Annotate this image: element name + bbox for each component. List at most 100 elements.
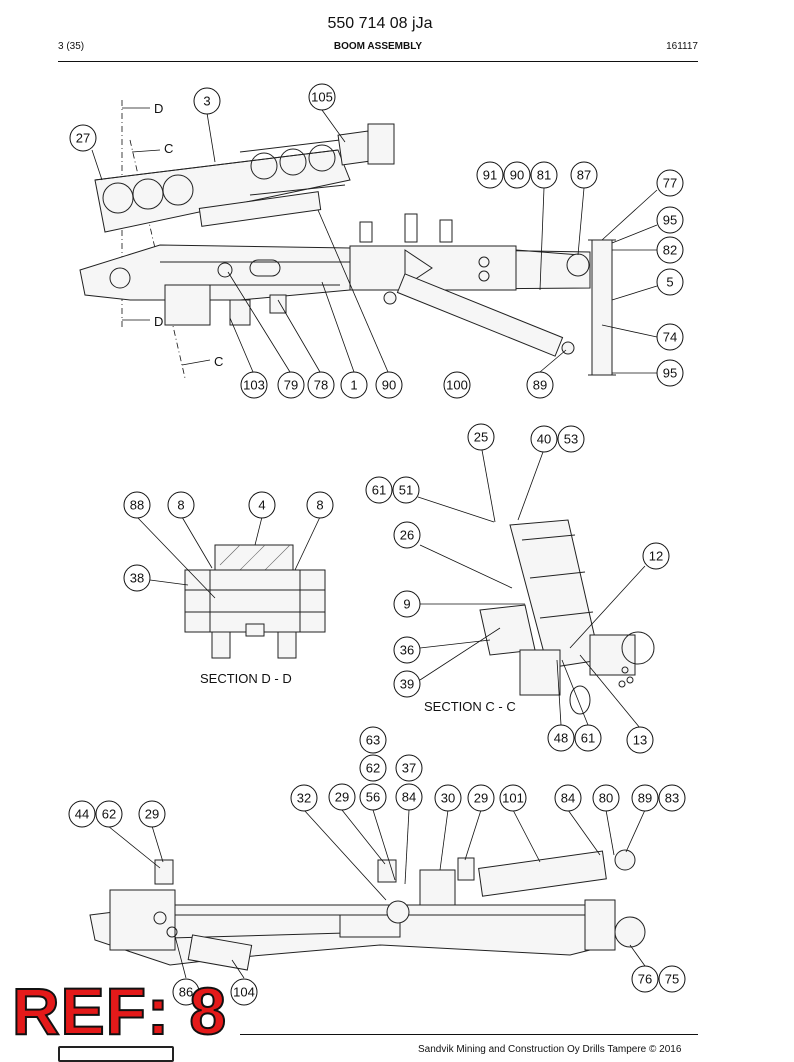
callout-91: 91 — [476, 161, 504, 189]
callout-61-bottom: 61 — [574, 724, 602, 752]
page-header: 3 (35) BOOM ASSEMBLY 161117 — [58, 41, 698, 55]
boom-lower-view — [89, 809, 646, 979]
svg-text:90: 90 — [382, 378, 396, 393]
callout-86: 86 — [172, 978, 200, 1006]
callout-84-a: 84 — [395, 783, 423, 811]
callout-39: 39 — [393, 670, 421, 698]
svg-text:56: 56 — [366, 790, 380, 805]
svg-text:26: 26 — [400, 528, 414, 543]
callout-1: 1 — [340, 371, 368, 399]
svg-text:100: 100 — [446, 378, 468, 393]
callout-29-c: 29 — [138, 800, 166, 828]
svg-text:101: 101 — [502, 791, 524, 806]
page-indicator: 3 (35) — [58, 41, 85, 52]
svg-text:89: 89 — [638, 791, 652, 806]
svg-text:81: 81 — [537, 168, 551, 183]
svg-text:13: 13 — [633, 733, 647, 748]
svg-text:53: 53 — [564, 432, 578, 447]
callout-56: 56 — [359, 783, 387, 811]
callout-61-top: 61 — [365, 476, 393, 504]
svg-text:83: 83 — [665, 791, 679, 806]
svg-text:29: 29 — [145, 807, 159, 822]
svg-text:29: 29 — [474, 791, 488, 806]
callout-100: 100 — [443, 371, 471, 399]
callout-79: 79 — [277, 371, 305, 399]
svg-text:79: 79 — [284, 378, 298, 393]
callout-83: 83 — [658, 784, 686, 812]
callout-3: 3 — [193, 87, 221, 115]
header-divider — [58, 61, 698, 62]
page-title: BOOM ASSEMBLY — [333, 41, 423, 52]
callout-105: 105 — [308, 83, 336, 111]
callout-84-b: 84 — [554, 784, 582, 812]
svg-text:61: 61 — [372, 483, 386, 498]
callout-5: 5 — [656, 268, 684, 296]
svg-text:91: 91 — [483, 168, 497, 183]
svg-text:44: 44 — [75, 807, 89, 822]
svg-text:8: 8 — [177, 498, 184, 513]
section-c-c-view — [417, 449, 655, 729]
svg-text:87: 87 — [577, 168, 591, 183]
callout-48: 48 — [547, 724, 575, 752]
svg-text:40: 40 — [537, 432, 551, 447]
svg-text:8: 8 — [316, 498, 323, 513]
svg-text:27: 27 — [76, 131, 90, 146]
callout-36: 36 — [393, 636, 421, 664]
callout-63: 63 — [359, 726, 387, 754]
svg-text:37: 37 — [402, 761, 416, 776]
svg-text:61: 61 — [581, 731, 595, 746]
callout-87: 87 — [570, 161, 598, 189]
callout-51: 51 — [392, 476, 420, 504]
callout-74: 74 — [656, 323, 684, 351]
callout-89-b: 89 — [631, 784, 659, 812]
svg-text:38: 38 — [130, 571, 144, 586]
callout-95-top: 95 — [656, 206, 684, 234]
callout-8-right: 8 — [306, 491, 334, 519]
svg-text:88: 88 — [130, 498, 144, 513]
callout-103: 103 — [240, 371, 268, 399]
callout-32: 32 — [290, 784, 318, 812]
svg-text:9: 9 — [403, 597, 410, 612]
svg-text:77: 77 — [663, 176, 677, 191]
callout-80: 80 — [592, 784, 620, 812]
callout-95-bottom: 95 — [656, 359, 684, 387]
svg-text:30: 30 — [441, 791, 455, 806]
svg-text:74: 74 — [663, 330, 677, 345]
callout-29-b: 29 — [467, 784, 495, 812]
svg-text:105: 105 — [311, 90, 333, 105]
callout-88: 88 — [123, 491, 151, 519]
section-marker-c-bottom: C — [214, 354, 223, 369]
callout-81: 81 — [530, 161, 558, 189]
svg-text:36: 36 — [400, 643, 414, 658]
reference-stamp: REF: 8 — [11, 974, 228, 1048]
svg-text:48: 48 — [554, 731, 568, 746]
footer-divider — [240, 1034, 698, 1035]
callout-26: 26 — [393, 521, 421, 549]
svg-text:95: 95 — [663, 366, 677, 381]
callout-75: 75 — [658, 965, 686, 993]
revision-date: 161117 — [666, 41, 698, 52]
svg-text:29: 29 — [335, 790, 349, 805]
svg-text:63: 63 — [366, 733, 380, 748]
svg-text:12: 12 — [649, 549, 663, 564]
callout-90-top: 90 — [503, 161, 531, 189]
callout-40: 40 — [530, 425, 558, 453]
svg-text:84: 84 — [402, 790, 416, 805]
svg-text:51: 51 — [399, 483, 413, 498]
svg-text:25: 25 — [474, 430, 488, 445]
callout-90-bottom: 90 — [375, 371, 403, 399]
svg-text:75: 75 — [665, 972, 679, 987]
svg-text:76: 76 — [638, 972, 652, 987]
document-number: 550 714 08 jJa — [327, 15, 433, 32]
svg-text:1: 1 — [350, 378, 357, 393]
callout-12: 12 — [642, 542, 670, 570]
callout-89: 89 — [526, 371, 554, 399]
callout-82: 82 — [656, 236, 684, 264]
svg-text:62: 62 — [102, 807, 116, 822]
callout-8-left: 8 — [167, 491, 195, 519]
section-d-d-view — [136, 516, 326, 659]
svg-text:89: 89 — [533, 378, 547, 393]
callout-29-a: 29 — [328, 783, 356, 811]
callout-101: 101 — [499, 784, 527, 812]
